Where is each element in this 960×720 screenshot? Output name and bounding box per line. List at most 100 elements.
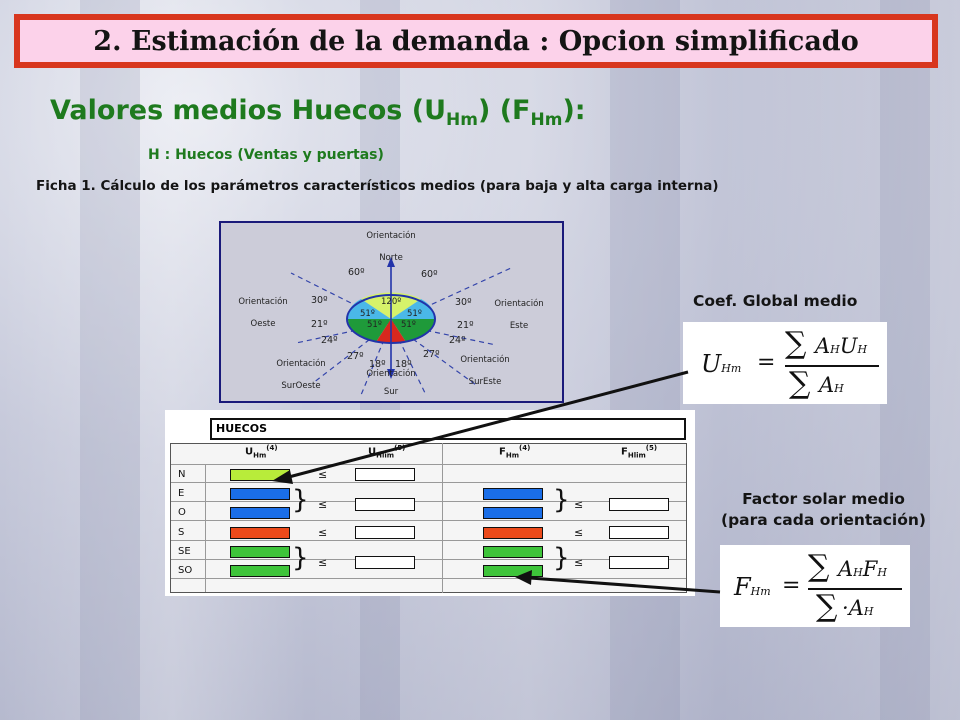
angle-label: 18º	[369, 359, 386, 370]
formula-u-hm: UHm = ∑ AHUH ∑ AH	[683, 322, 887, 404]
angle-label: 30º	[311, 295, 328, 306]
col-f-hlim: FHlim(5)	[621, 444, 657, 459]
formula-sub: H	[853, 566, 863, 579]
label-southeast: Orientación SurEste	[445, 349, 525, 393]
row-label-e: E	[178, 488, 185, 499]
col-divider	[205, 464, 206, 592]
formula-symbol: ·	[842, 596, 849, 620]
fraction-bar	[785, 365, 879, 367]
col-text: F	[621, 446, 628, 458]
f-hlim-cell-seso[interactable]	[609, 556, 669, 569]
col-text: U	[368, 446, 377, 458]
label-line: SurEste	[468, 377, 502, 387]
u-hlim-cell-eo[interactable]	[355, 498, 415, 511]
equals-sign: =	[782, 573, 801, 598]
u-hm-cell-s[interactable]	[230, 527, 290, 539]
label-west: Orientación Oeste	[223, 291, 303, 335]
leq-symbol: ≤	[574, 498, 584, 511]
f-hlim-cell-s[interactable]	[609, 526, 669, 539]
huecos-table: HUECOS UHm(4) UHlim(5) FHm(4) FHlim(5) N…	[165, 410, 695, 596]
row-divider	[171, 520, 686, 521]
f-hm-cell-o[interactable]	[483, 507, 543, 519]
formula-num: AHFH	[838, 557, 887, 581]
brace-symbol: }	[292, 485, 309, 515]
col-u-hm: UHm(4)	[245, 444, 278, 459]
equals-sign: =	[757, 350, 776, 375]
col-sup: (5)	[645, 444, 658, 452]
angle-label: 30º	[455, 297, 472, 308]
f-hlim-cell-eo[interactable]	[609, 498, 669, 511]
formula-symbol: U	[839, 334, 858, 358]
row-label-n: N	[178, 469, 186, 480]
row-divider	[171, 482, 686, 483]
angle-label: 24º	[449, 335, 466, 346]
u-hlim-cell-s[interactable]	[355, 526, 415, 539]
row-divider	[171, 578, 686, 579]
formula-lhs: FHm	[734, 573, 771, 601]
leq-symbol: ≤	[318, 468, 328, 481]
f-hm-cell-s[interactable]	[483, 527, 543, 539]
u-hm-cell-n[interactable]	[230, 469, 290, 481]
fraction-bar	[808, 588, 902, 590]
east-sector	[391, 299, 435, 319]
southeast-sector	[391, 319, 435, 342]
angle-label: 60º	[348, 267, 365, 278]
leq-symbol: ≤	[574, 526, 584, 539]
orientation-diagram: Orientación Norte Orientación Oeste Orie…	[219, 221, 564, 403]
background-stripe	[80, 0, 140, 720]
brace-symbol: }	[553, 543, 570, 573]
ficha-caption: Ficha 1. Cálculo de los parámetros carac…	[36, 178, 719, 194]
label-line: Orientación	[460, 355, 510, 365]
formula-sub: H	[834, 382, 844, 395]
angle-label: 21º	[457, 320, 474, 331]
angle-label: 27º	[423, 349, 440, 360]
row-divider	[171, 540, 686, 541]
angle-label: 51º	[360, 309, 375, 319]
label-south: Orientación Sur	[351, 365, 431, 401]
formula-num: AHUH	[815, 334, 867, 358]
col-u-hlim: UHlim(5)	[368, 444, 405, 459]
slide-title: 2. Estimación de la demanda : Opcion sim…	[93, 25, 859, 57]
row-label-se: SE	[178, 546, 191, 557]
label-line: Orientación	[494, 299, 544, 309]
row-divider	[171, 464, 686, 465]
row-label-s: S	[178, 527, 185, 538]
label-line: Orientación	[366, 369, 416, 379]
subheading: H : Huecos (Ventas y puertas)	[148, 147, 384, 163]
u-hm-cell-o[interactable]	[230, 507, 290, 519]
col-text: F	[499, 446, 506, 458]
u-hm-cell-se[interactable]	[230, 546, 290, 558]
heading-sub: Hm	[446, 110, 478, 130]
col-sub: Hlim	[376, 451, 395, 460]
heading-text: ) (F	[477, 95, 531, 126]
col-text: U	[245, 446, 254, 458]
heading-sub: Hm	[530, 110, 563, 130]
brace-symbol: }	[553, 485, 570, 515]
label-line: Orientación	[276, 359, 326, 369]
angle-label: 27º	[347, 351, 364, 362]
f-hm-cell-so[interactable]	[483, 565, 543, 577]
col-sub: Hm	[505, 451, 519, 460]
u-hlim-cell-seso[interactable]	[355, 556, 415, 569]
formula-lhs: UHm	[701, 350, 741, 378]
label-line: Orientación	[366, 231, 416, 241]
f-hm-cell-e[interactable]	[483, 488, 543, 500]
u-hm-cell-e[interactable]	[230, 488, 290, 500]
southwest-sector	[347, 319, 391, 342]
formula-symbol: F	[734, 573, 751, 601]
title-banner: 2. Estimación de la demanda : Opcion sim…	[14, 14, 938, 68]
angle-label: 51º	[401, 320, 416, 330]
sigma-symbol: ∑	[808, 549, 830, 584]
f-hm-cell-se[interactable]	[483, 546, 543, 558]
u-hm-cell-so[interactable]	[230, 565, 290, 577]
formula-f-hm: FHm = ∑ AHFH ∑ ·AH	[720, 545, 910, 627]
u-hlim-cell-n[interactable]	[355, 468, 415, 481]
label-line: Factor solar medio	[742, 490, 905, 508]
formula-symbol: A	[838, 557, 854, 581]
heading-text: ):	[562, 95, 586, 126]
coef-global-label: Coef. Global medio	[693, 292, 858, 310]
label-line: (para cada orientación)	[720, 511, 927, 529]
leq-symbol: ≤	[318, 556, 328, 569]
angle-label: 60º	[421, 269, 438, 280]
label-line: Orientación	[238, 297, 288, 307]
